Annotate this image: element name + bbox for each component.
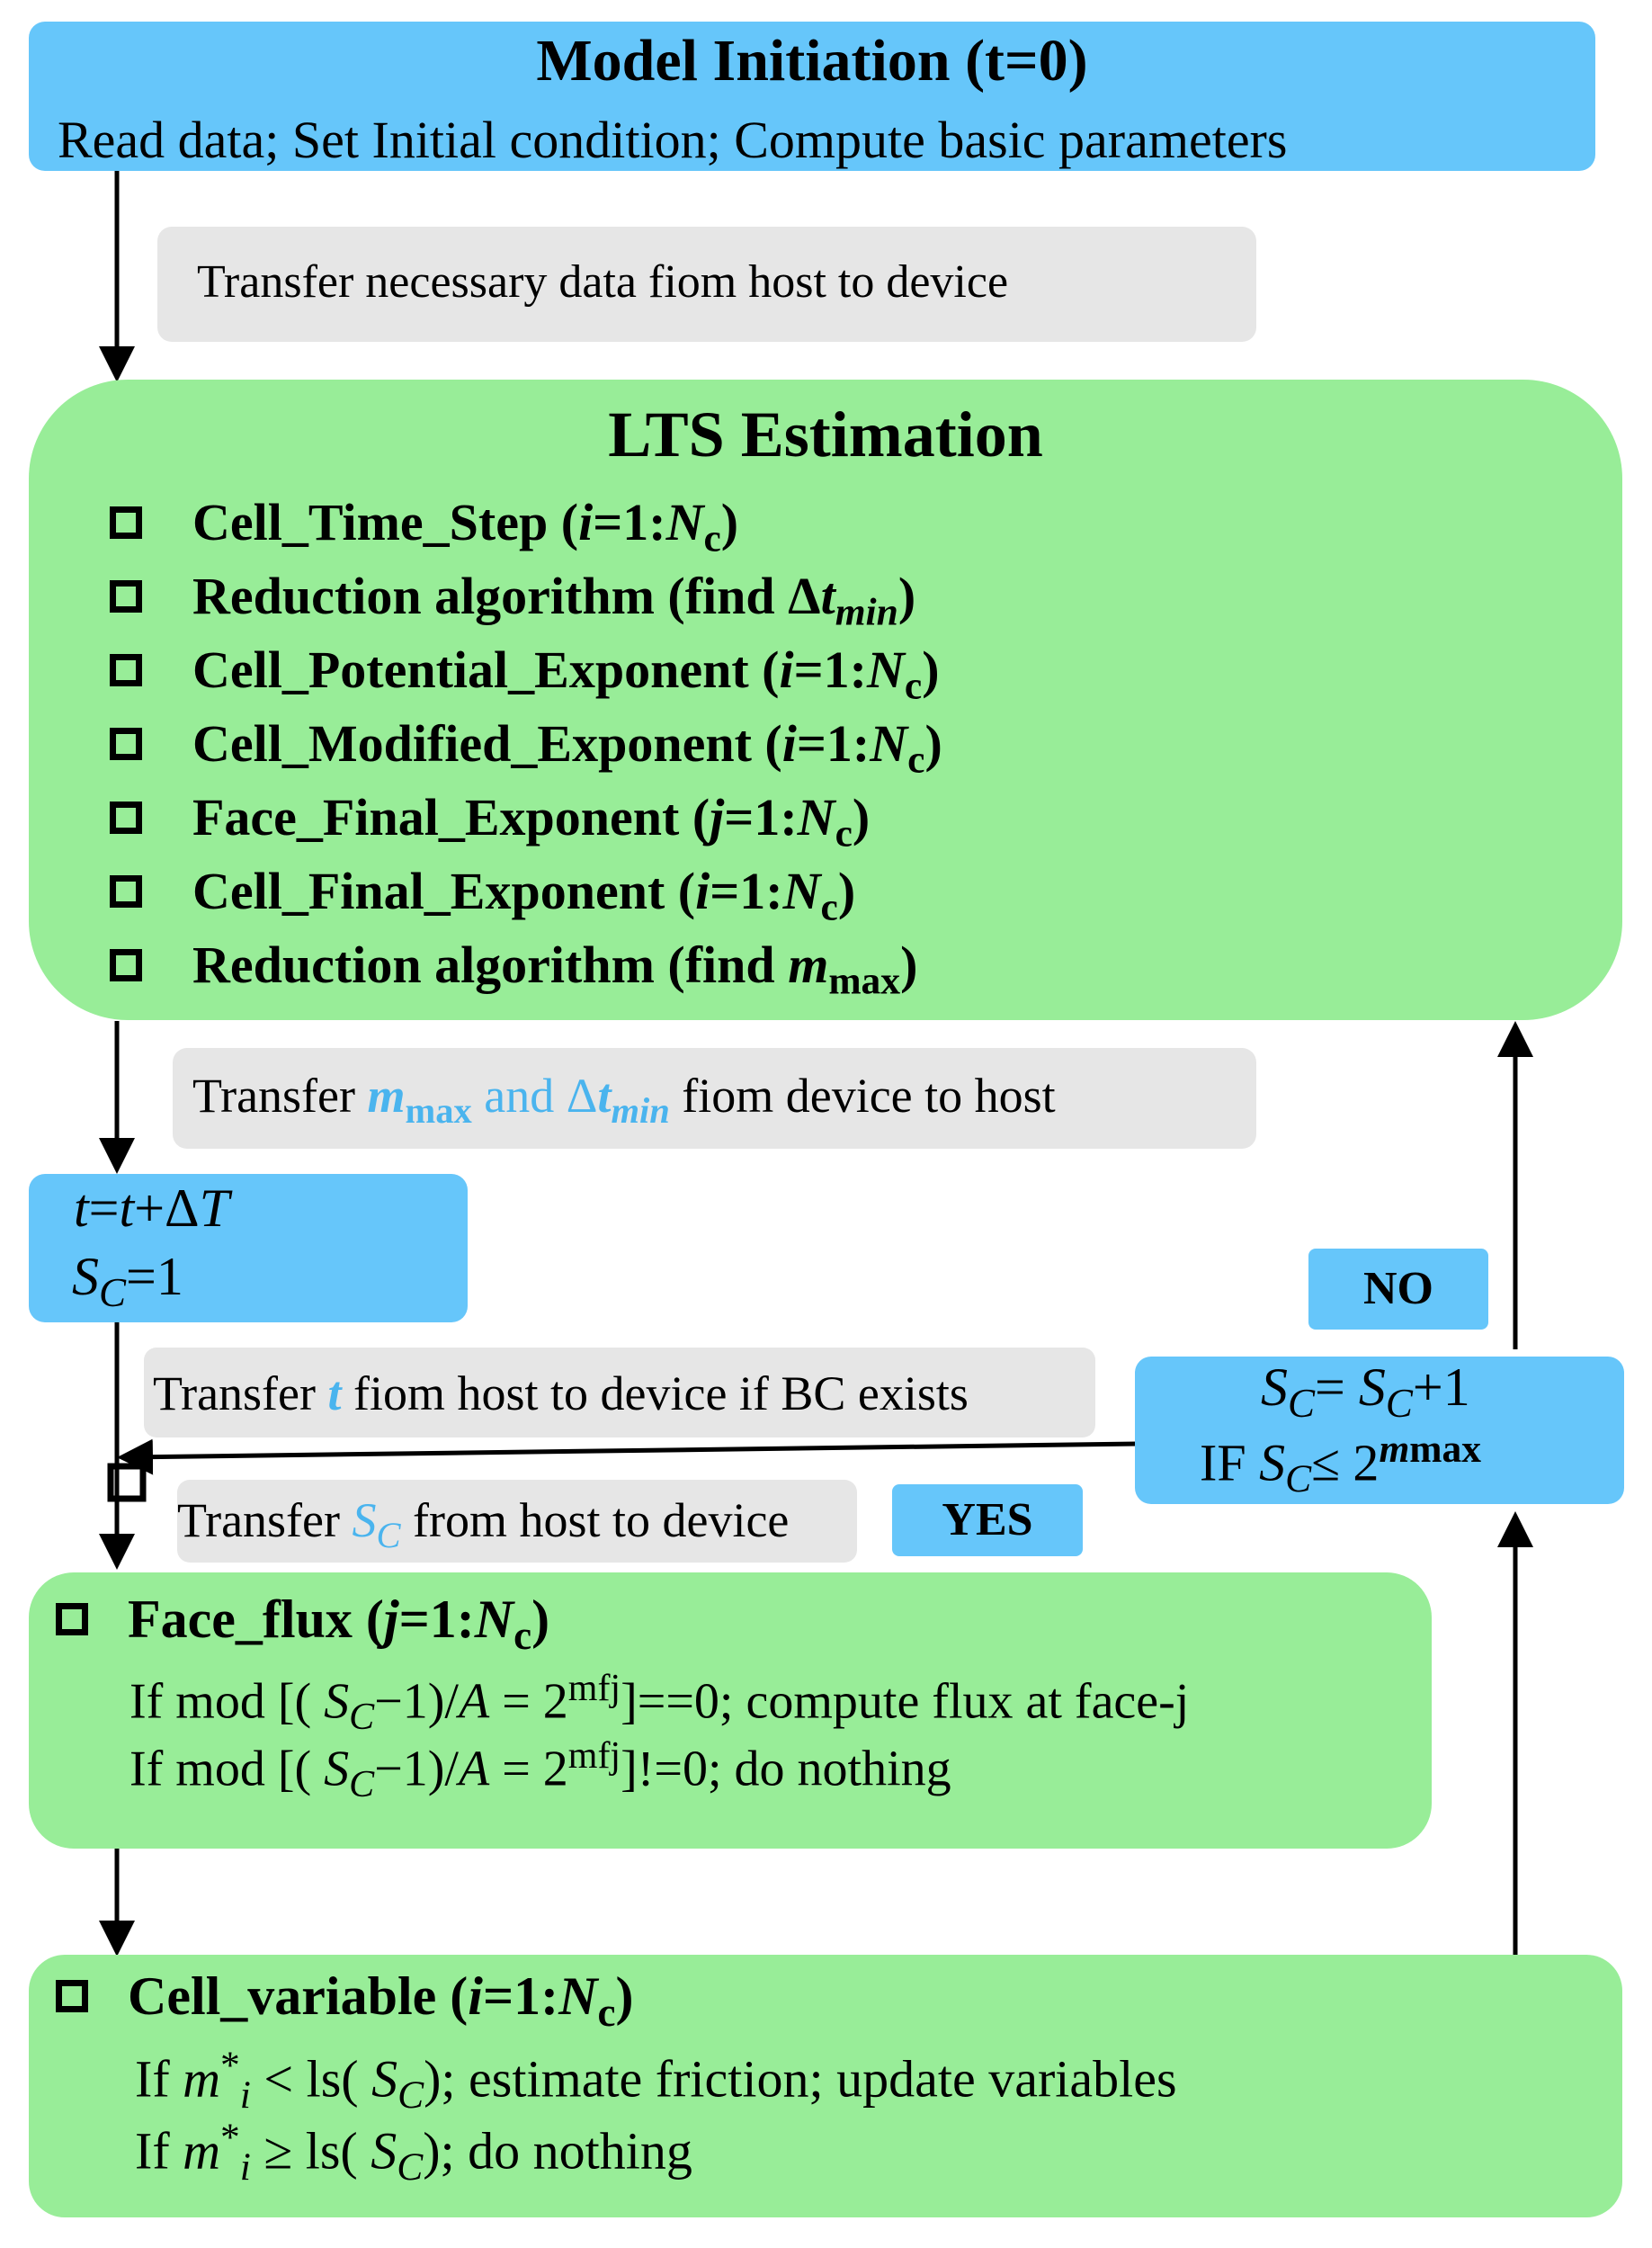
no-label: NO [1363,1263,1433,1314]
model-initiation-box: Model Initiation (t=0) Read data; Set In… [29,22,1595,171]
lts-estimation-box: LTS Estimation Cell_Time_Step (i=1:Nc) R… [29,380,1622,1020]
cell-variable-condition-1: If m*i < ls( SC); estimate friction; upd… [135,2044,1177,2117]
lts-item-potential-exponent: Cell_Potential_Exponent (i=1:Nc) [110,633,942,708]
lts-item-list: Cell_Time_Step (i=1:Nc) Reduction algori… [110,486,942,1003]
cell-variable-title: Cell_variable (i=1:Nc) [56,1966,633,2036]
time-update-box: t=t+ΔT SC=1 [29,1174,468,1322]
yes-label: YES [942,1494,1033,1545]
lts-item-face-final-exponent: Face_Final_Exponent (j=1:Nc) [110,781,942,855]
face-flux-box: Face_flux (j=1:Nc) If mod [( SC−1)/A = 2… [29,1572,1432,1849]
no-label-box: NO [1308,1249,1488,1330]
model-initiation-title: Model Initiation (t=0) [536,28,1088,94]
transfer-host-to-device-text: Transfer necessary data fiom host to dev… [197,256,1009,308]
checkbox-icon [110,506,142,539]
checkbox-icon [110,948,142,981]
face-flux-condition-1: If mod [( SC−1)/A = 2mfj]==0; compute fl… [129,1668,1190,1738]
yes-label-box: YES [892,1484,1083,1556]
transfer-device-to-host-box: Transfer mmax and Δtmin fiom device to h… [173,1048,1256,1149]
checkbox-icon [56,1603,88,1636]
cell-variable-condition-2: If m*i ≥ ls( SC); do nothing [135,2116,692,2189]
arrow-counter-to-loop [117,1438,1139,1475]
transfer-sc-text: Transfer SC from host to device [177,1493,790,1555]
checkbox-icon [110,579,142,613]
time-update-line2: SC=1 [72,1247,183,1315]
face-flux-condition-2: If mod [( SC−1)/A = 2mfj]!=0; do nothing [129,1735,951,1805]
checkbox-icon [110,801,142,834]
checkbox-icon [110,874,142,908]
checkbox-icon [110,653,142,686]
counter-condition-line2: IF SC≤ 2mmax [1200,1428,1482,1500]
transfer-t-box: Transfer t fiom host to device if BC exi… [144,1348,1095,1437]
cell-variable-box: Cell_variable (i=1:Nc) If m*i < ls( SC);… [29,1955,1622,2217]
counter-update-line1: SC= SC+1 [1261,1357,1470,1426]
transfer-t-text: Transfer t fiom host to device if BC exi… [153,1366,969,1420]
junction-square [107,1463,147,1502]
lts-estimation-title: LTS Estimation [608,399,1043,470]
checkbox-icon [56,1980,88,2013]
transfer-host-to-device-box: Transfer necessary data fiom host to dev… [157,227,1256,342]
transfer-device-to-host-text: Transfer mmax and Δtmin fiom device to h… [192,1069,1056,1131]
checkbox-icon [110,727,142,760]
time-update-line1: t=t+ΔT [74,1178,229,1238]
lts-item-modified-exponent: Cell_Modified_Exponent (i=1:Nc) [110,707,942,782]
lts-item-cell-final-exponent: Cell_Final_Exponent (i=1:Nc) [110,855,942,929]
lts-item-cell-time-step: Cell_Time_Step (i=1:Nc) [110,486,942,560]
transfer-sc-box: Transfer SC from host to device [177,1480,857,1563]
lts-item-reduction-mmax: Reduction algorithm (find mmax) [110,928,942,1003]
lts-item-reduction-dt: Reduction algorithm (find Δtmin) [110,560,942,634]
counter-update-box: SC= SC+1 IF SC≤ 2mmax [1135,1357,1624,1504]
face-flux-title: Face_flux (j=1:Nc) [56,1589,549,1659]
model-initiation-subtitle: Read data; Set Initial condition; Comput… [58,111,1288,169]
